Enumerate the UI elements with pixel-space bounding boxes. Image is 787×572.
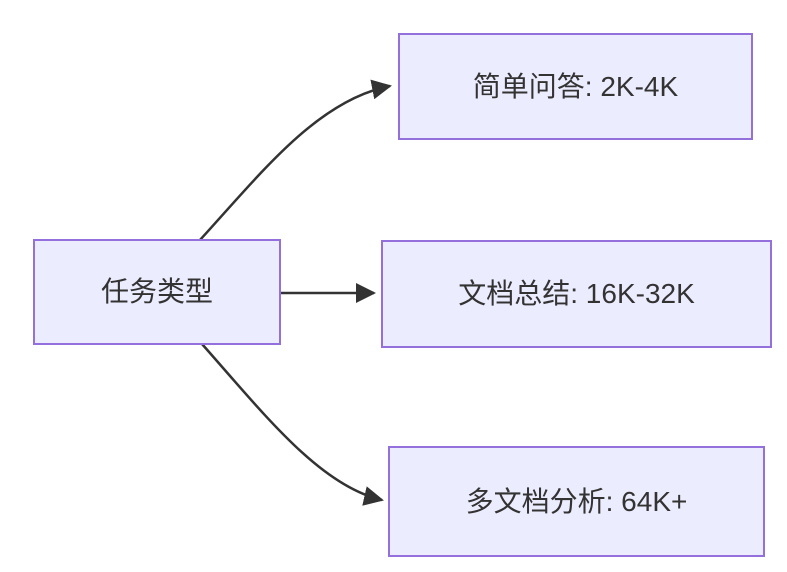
node-multi-doc-label: 多文档分析: 64K+ xyxy=(465,485,688,517)
node-doc-summary: 文档总结: 16K-32K xyxy=(381,240,772,348)
node-task-type: 任务类型 xyxy=(33,239,281,345)
edge-root-to-simple-qa xyxy=(199,79,392,241)
node-doc-summary-label: 文档总结: 16K-32K xyxy=(458,278,695,310)
edge-root-to-multi-doc xyxy=(201,343,384,506)
node-task-type-label: 任务类型 xyxy=(100,276,213,308)
node-simple-qa: 简单问答: 2K-4K xyxy=(398,33,753,140)
node-multi-doc: 多文档分析: 64K+ xyxy=(388,446,765,557)
node-simple-qa-label: 简单问答: 2K-4K xyxy=(472,70,679,102)
